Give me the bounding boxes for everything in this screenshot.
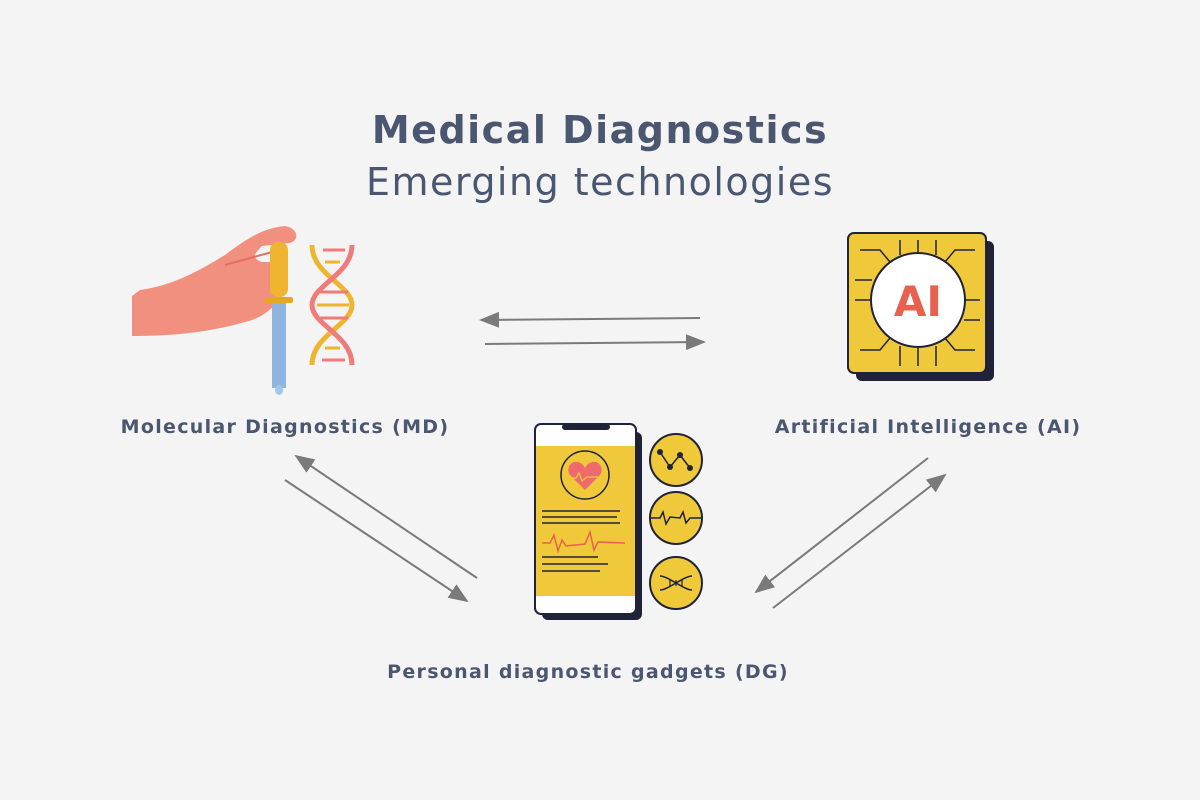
arrow-ai-to-dg <box>754 457 929 594</box>
node-label-dg: Personal diagnostic gadgets (DG) <box>387 661 789 683</box>
arrow-dg-to-ai <box>772 473 947 609</box>
page-title: Medical Diagnostics <box>371 108 829 152</box>
arrow-dg-to-md <box>294 454 478 579</box>
page-subtitle: Emerging technologies <box>365 160 835 204</box>
ai-chip-text: AI <box>894 277 942 326</box>
node-label-ai: Artificial Intelligence (AI) <box>774 416 1082 438</box>
node-label-md: Molecular Diagnostics (MD) <box>120 416 450 438</box>
arrow-md-to-dg <box>284 479 469 603</box>
arrow-md-to-ai <box>484 334 706 351</box>
ai-chip-icon: AI <box>847 232 994 381</box>
arrow-ai-to-md <box>479 311 701 328</box>
hand-dropper-dna-icon <box>132 226 355 395</box>
smartphone-health-icon <box>534 423 703 620</box>
